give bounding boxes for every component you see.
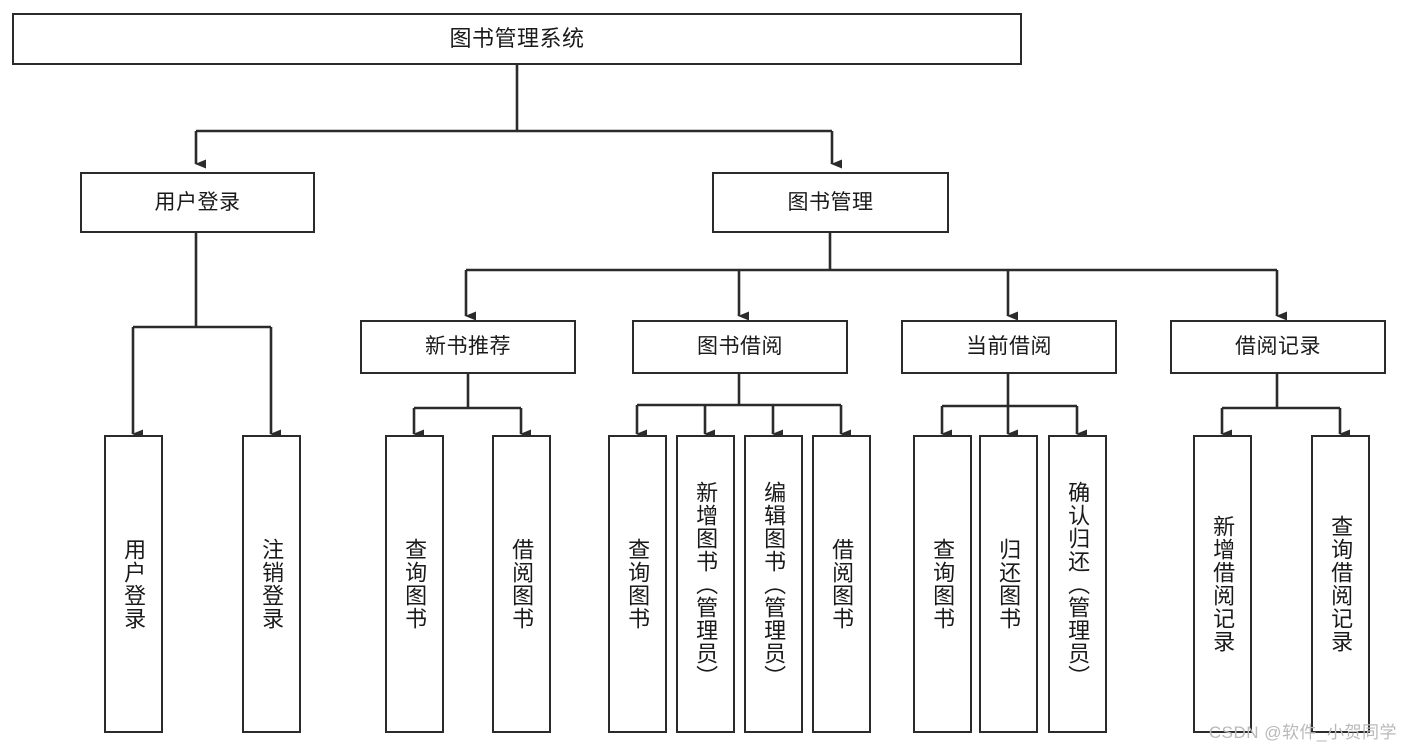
watermark: CSDN @软件_小贺同学 — [1208, 723, 1397, 742]
node-label: 新增借阅记录 — [1210, 515, 1236, 653]
node-borrow-record[interactable]: 借阅记录 — [1170, 320, 1386, 374]
node-label: 归还图书 — [996, 538, 1022, 630]
node-label: 注销登录 — [259, 538, 285, 630]
node-root[interactable]: 图书管理系统 — [12, 13, 1022, 65]
leaf-edit-book-admin[interactable]: 编辑图书（管理员） — [744, 435, 803, 733]
node-label: 查询图书 — [930, 538, 956, 630]
node-label: 图书管理系统 — [449, 25, 585, 51]
node-label: 图书借阅 — [697, 335, 783, 359]
leaf-return-book[interactable]: 归还图书 — [979, 435, 1038, 733]
node-label: 借阅图书 — [829, 538, 855, 630]
leaf-borrow-book-recommend[interactable]: 借阅图书 — [492, 435, 551, 733]
leaf-query-book-current[interactable]: 查询图书 — [913, 435, 972, 733]
leaf-user-login[interactable]: 用户登录 — [104, 435, 163, 733]
node-label: 用户登录 — [121, 538, 147, 630]
node-new-book-recommend[interactable]: 新书推荐 — [360, 320, 576, 374]
leaf-query-book-borrow[interactable]: 查询图书 — [608, 435, 667, 733]
node-label: 新增图书（管理员） — [693, 480, 719, 688]
node-label: 当前借阅 — [966, 335, 1052, 359]
node-book-management[interactable]: 图书管理 — [712, 172, 949, 233]
leaf-confirm-return-admin[interactable]: 确认归还（管理员） — [1048, 435, 1107, 733]
node-label: 借阅记录 — [1235, 335, 1321, 359]
node-current-borrow[interactable]: 当前借阅 — [901, 320, 1117, 374]
node-label: 借阅图书 — [509, 538, 535, 630]
leaf-query-borrow-record[interactable]: 查询借阅记录 — [1311, 435, 1370, 733]
leaf-borrow-book[interactable]: 借阅图书 — [812, 435, 871, 733]
node-label: 确认归还（管理员） — [1065, 480, 1091, 688]
leaf-logout[interactable]: 注销登录 — [242, 435, 301, 733]
leaf-add-book-admin[interactable]: 新增图书（管理员） — [676, 435, 735, 733]
node-label: 查询图书 — [625, 538, 651, 630]
node-label: 编辑图书（管理员） — [761, 480, 787, 688]
node-user-login[interactable]: 用户登录 — [80, 172, 315, 233]
node-label: 图书管理 — [787, 190, 874, 214]
leaf-add-borrow-record[interactable]: 新增借阅记录 — [1193, 435, 1252, 733]
leaf-query-book-recommend[interactable]: 查询图书 — [385, 435, 444, 733]
node-book-borrow[interactable]: 图书借阅 — [632, 320, 848, 374]
node-label: 查询图书 — [402, 538, 428, 630]
node-label: 查询借阅记录 — [1328, 515, 1354, 653]
node-label: 新书推荐 — [425, 335, 511, 359]
node-label: 用户登录 — [154, 190, 241, 214]
